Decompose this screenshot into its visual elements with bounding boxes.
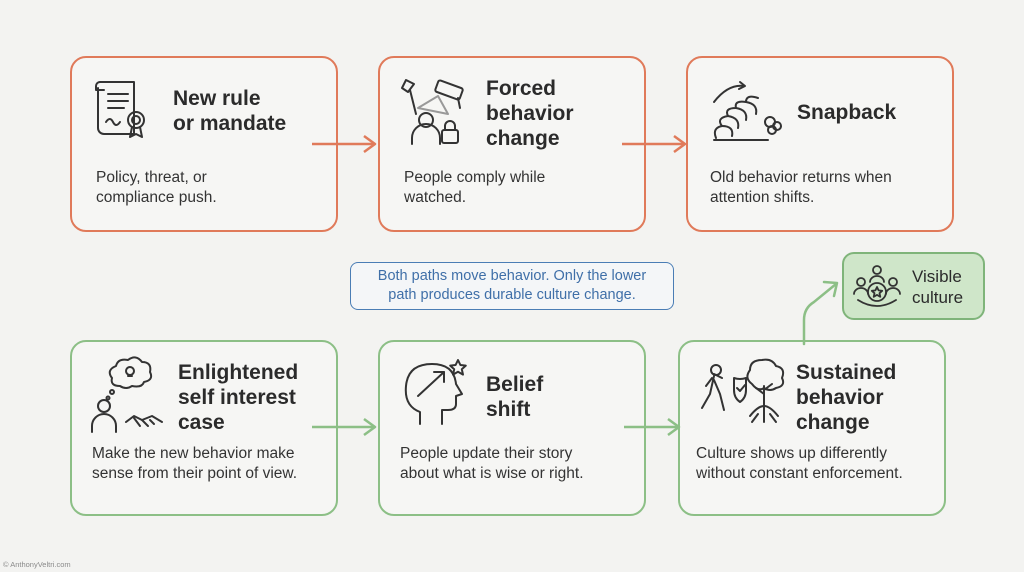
surveillance-camera-person-icon: [400, 74, 470, 148]
arrow-right-green: [312, 417, 377, 437]
people-star-icon: [852, 262, 902, 310]
document-seal-icon: [92, 76, 154, 146]
arrow-right-green: [624, 417, 681, 437]
box-title: Snapback: [797, 101, 897, 124]
credit-text: © AnthonyVeltri.com: [3, 560, 71, 569]
spring-snapback-icon: [708, 78, 784, 146]
head-arrow-star-icon: [400, 356, 472, 426]
walking-shield-tree-icon: [700, 356, 788, 428]
thinking-handshake-icon: [90, 356, 170, 434]
callout-note: Both paths move behavior. Only the lower…: [350, 262, 674, 310]
arrow-right-orange: [312, 134, 377, 154]
arrow-right-orange: [622, 134, 687, 154]
arrow-up-green: [802, 280, 839, 346]
